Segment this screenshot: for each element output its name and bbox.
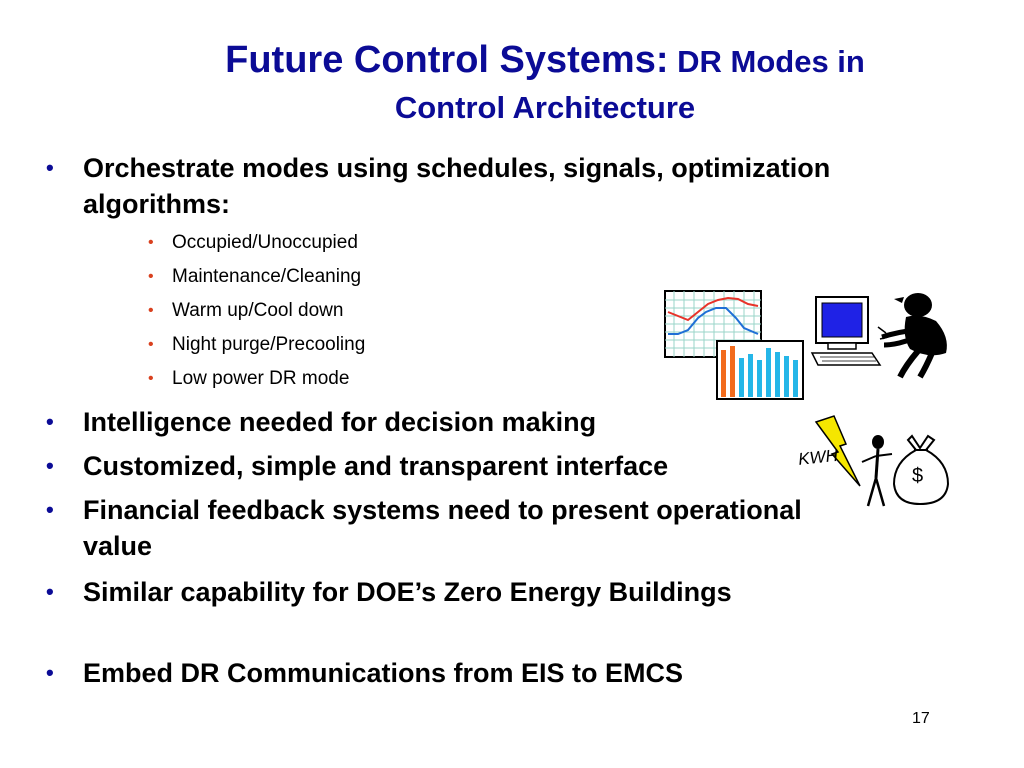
bullet-item: • Orchestrate modes using schedules, sig… (46, 150, 846, 222)
page-number: 17 (912, 710, 930, 727)
bullet-marker: • (46, 579, 54, 604)
title-sub-line2: Control Architecture (394, 90, 696, 125)
bullet-text: Financial feedback systems need to prese… (83, 495, 802, 561)
title-sub-line1: DR Modes in (668, 44, 865, 79)
sub-bullet-marker: • (148, 302, 154, 319)
bullet-marker: • (46, 497, 54, 522)
computer-user-icon (810, 293, 947, 379)
sub-bullet-item: • Maintenance/Cleaning (148, 266, 361, 288)
sub-bullet-text: Night purge/Precooling (172, 334, 366, 355)
sub-bullet-item: • Night purge/Precooling (148, 334, 365, 356)
bullet-marker: • (46, 660, 54, 685)
bullet-item: • Similar capability for DOE’s Zero Ener… (46, 574, 806, 610)
bullet-marker: • (46, 409, 54, 434)
bullet-item: • Customized, simple and transparent int… (46, 448, 866, 484)
sub-bullet-item: • Warm up/Cool down (148, 300, 343, 322)
title-main: Future Control Systems: (225, 39, 669, 81)
sub-bullet-marker: • (148, 336, 154, 353)
bullet-item: • Financial feedback systems need to pre… (46, 492, 836, 564)
sub-bullet-text: Occupied/Unoccupied (172, 232, 358, 253)
sub-bullet-item: • Low power DR mode (148, 368, 349, 390)
sub-bullet-text: Low power DR mode (172, 368, 350, 389)
bullet-text: Intelligence needed for decision making (83, 407, 597, 437)
money-bag-symbol: $ (912, 465, 923, 487)
bullet-text: Embed DR Communications from EIS to EMCS (83, 658, 684, 688)
kwh-label: KWH (797, 446, 839, 469)
bullet-item: • Intelligence needed for decision makin… (46, 404, 866, 440)
bullet-marker: • (46, 453, 54, 478)
person-icon (861, 435, 893, 507)
money-bag-icon: $ (892, 434, 950, 506)
kwh-text: KWH (797, 446, 839, 469)
sub-bullet-item: • Occupied/Unoccupied (148, 232, 358, 254)
sub-bullet-marker: • (148, 234, 154, 251)
sub-bullet-text: Maintenance/Cleaning (172, 266, 362, 287)
sub-bullet-marker: • (148, 370, 154, 387)
bullet-marker: • (46, 155, 54, 180)
bullet-text: Similar capability for DOE’s Zero Energy… (83, 577, 732, 607)
slide-title: Future Control Systems: DR Modes in Cont… (150, 38, 940, 126)
bullet-text: Customized, simple and transparent inter… (83, 451, 669, 481)
sub-bullet-text: Warm up/Cool down (172, 300, 344, 321)
sub-bullet-marker: • (148, 268, 154, 285)
bullet-text: Orchestrate modes using schedules, signa… (83, 153, 831, 219)
bar-chart-icon (716, 340, 804, 400)
bullet-item: • Embed DR Communications from EIS to EM… (46, 655, 866, 691)
lightning-bolt-icon (814, 415, 861, 487)
